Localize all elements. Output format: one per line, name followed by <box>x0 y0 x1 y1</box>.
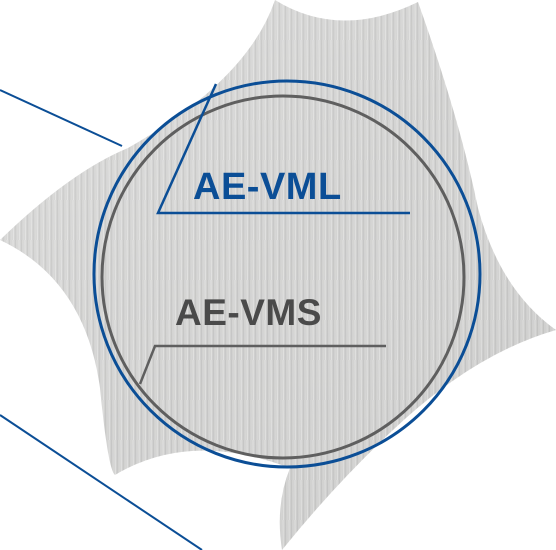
outer-diameter-circle <box>92 79 482 469</box>
lower-leader-line <box>0 414 203 550</box>
outer-profile-label: AE-VML <box>193 166 342 208</box>
inner-diameter-circle <box>100 94 466 460</box>
inner-label-leader <box>138 344 386 385</box>
inner-profile-label: AE-VMS <box>175 292 322 333</box>
upper-leader-line <box>0 89 123 147</box>
outer-label-leader <box>156 83 410 215</box>
